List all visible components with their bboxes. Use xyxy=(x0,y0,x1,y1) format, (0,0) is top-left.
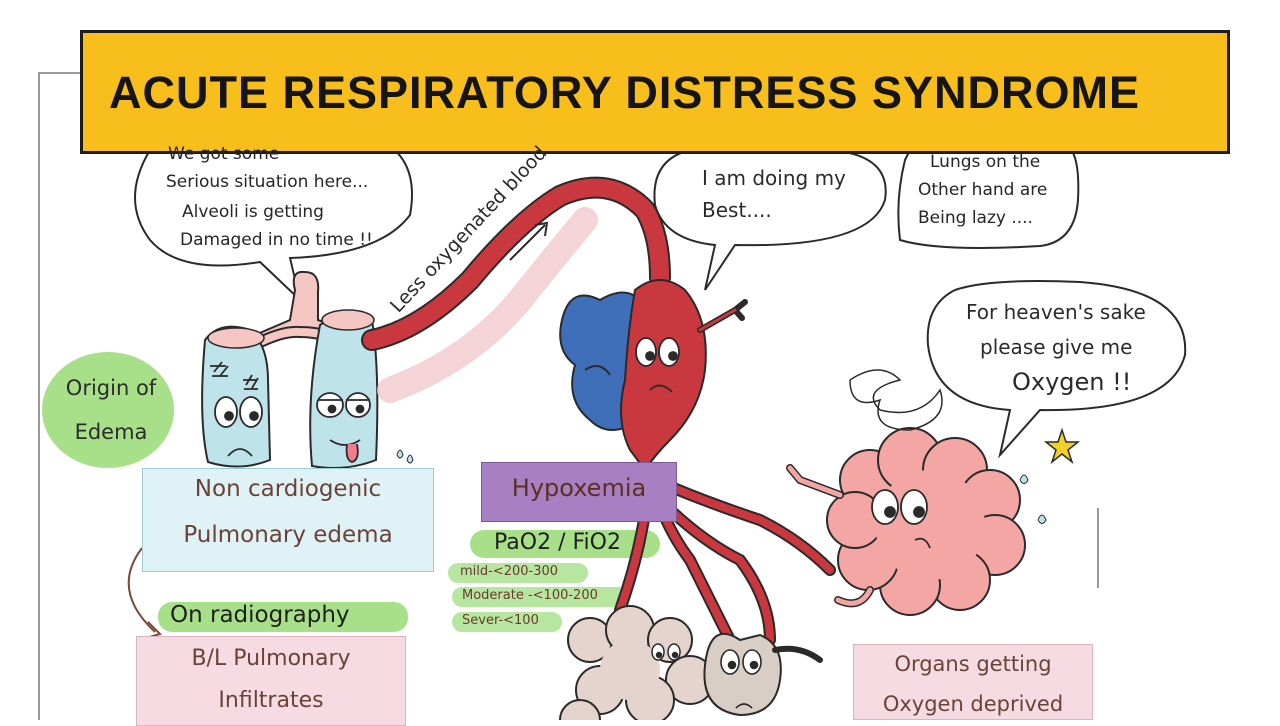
side-note-line-3: Being lazy .... xyxy=(918,208,1033,228)
intestine-face xyxy=(651,643,681,661)
ratio-highlight xyxy=(470,530,660,558)
left-lung-face xyxy=(210,361,263,457)
frame-left-line xyxy=(38,72,40,720)
hypoxemia-label: Hypoxemia xyxy=(511,474,647,502)
severity-highlight-1 xyxy=(448,563,588,583)
frame-top-line xyxy=(38,72,82,74)
organs-line-1: Organs getting xyxy=(894,652,1052,676)
severity-highlight-2 xyxy=(452,587,630,607)
blue-hand xyxy=(584,365,611,376)
severity-highlight-3 xyxy=(452,612,562,632)
side-note-bubble xyxy=(897,147,1080,249)
severity-severe: Sever-<100 xyxy=(462,613,539,628)
brain-leg-fill xyxy=(835,587,873,606)
kidney-character xyxy=(703,632,782,717)
brain-arm-fill xyxy=(787,465,843,498)
right-lung-face xyxy=(316,392,371,463)
brain-character xyxy=(826,427,1026,616)
title-banner: ACUTE RESPIRATORY DISTRESS SYNDROME xyxy=(80,30,1230,154)
vessel-arrow xyxy=(509,221,549,261)
radiography-label: On radiography xyxy=(170,602,350,628)
intestine-character xyxy=(559,605,715,720)
lungs-bubble-line-3: Alveoli is getting xyxy=(182,202,324,222)
frame-right-mark xyxy=(1097,508,1099,588)
heart-red-side xyxy=(620,279,707,472)
origin-label-line-2: Edema xyxy=(74,420,148,444)
infiltrates-line-2: Infiltrates xyxy=(218,688,324,713)
non-cardiogenic-box xyxy=(142,468,434,572)
right-lung-top xyxy=(321,309,375,331)
sweat-drops xyxy=(1019,474,1047,524)
kidney-face xyxy=(720,649,762,709)
water-drops xyxy=(396,449,414,464)
origin-label-line-1: Origin of xyxy=(65,376,157,400)
radiography-highlight xyxy=(158,602,408,632)
non-cardiogenic-line-2: Pulmonary edema xyxy=(183,522,393,548)
pink-arrow xyxy=(377,207,598,403)
infiltrates-line-1: B/L Pulmonary xyxy=(191,646,351,671)
hypoxemia-box xyxy=(481,462,677,522)
scribble-icon xyxy=(849,369,943,431)
connector-arrow xyxy=(127,547,156,633)
left-lung-top xyxy=(207,327,265,349)
side-note-line-2: Other hand are xyxy=(918,180,1048,200)
oxygen-vessel-fill xyxy=(363,178,669,349)
heart-speech-bubble xyxy=(653,149,887,291)
brain-bubble-line-3: Oxygen !! xyxy=(1012,368,1132,396)
heart-bubble-line-2: Best.... xyxy=(702,198,772,222)
side-note-line-1: Lungs on the xyxy=(930,152,1041,172)
lungs-bubble-line-2: Serious situation here... xyxy=(166,172,369,192)
heart-bubble-line-1: I am doing my xyxy=(702,166,846,190)
brain-bubble-line-2: please give me xyxy=(980,335,1133,359)
organs-line-2: Oxygen deprived xyxy=(882,692,1064,716)
brain-bubble-line-1: For heaven's sake xyxy=(966,300,1146,324)
heart-face xyxy=(635,337,680,393)
lungs-bubble-line-1: We got some xyxy=(168,144,280,164)
non-cardiogenic-line-1: Non cardiogenic xyxy=(194,476,382,502)
severity-mild: mild-<200-300 xyxy=(460,564,559,579)
page-title: ACUTE RESPIRATORY DISTRESS SYNDROME xyxy=(109,67,1140,118)
severity-moderate: Moderate -<100-200 xyxy=(462,588,598,603)
lungs-bubble-line-4: Damaged in no time !! xyxy=(180,230,373,250)
organs-box xyxy=(853,644,1093,720)
kidney-vessel xyxy=(772,645,823,663)
heart-arm-fill xyxy=(698,308,737,332)
brain-speech-bubble xyxy=(926,280,1187,459)
ratio-label: PaO2 / FiO2 xyxy=(494,530,621,555)
brain-face xyxy=(871,489,931,549)
star-icon xyxy=(1043,427,1081,465)
origin-highlight xyxy=(42,352,174,468)
